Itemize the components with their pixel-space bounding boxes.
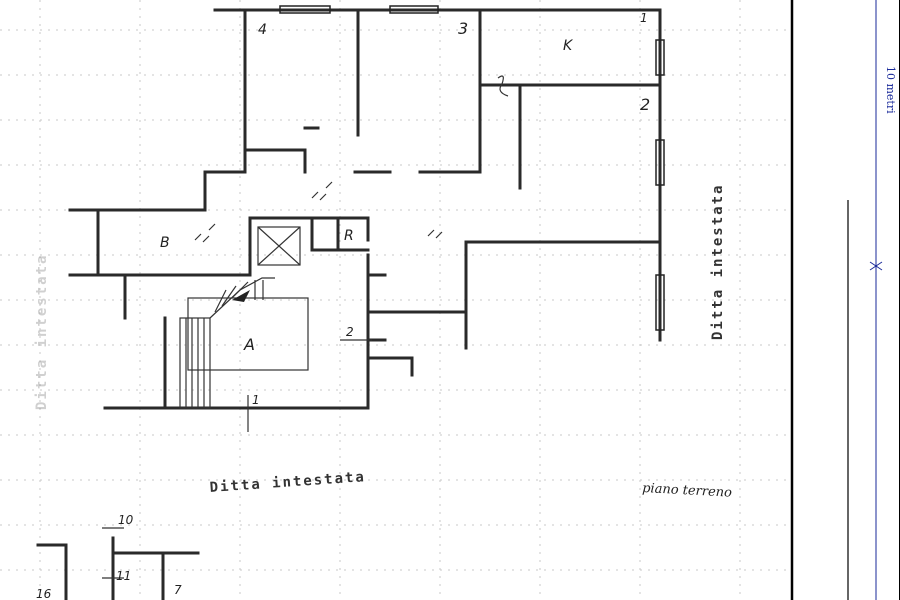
room-label-7: 7 — [174, 583, 182, 597]
room-label-r: R — [344, 228, 354, 244]
sheet-frame — [790, 0, 900, 600]
background-grid — [0, 0, 790, 600]
lower-plan-fragment — [36, 527, 200, 600]
scale-bar — [869, 0, 883, 600]
room-label-1-bottom: 1 — [252, 393, 260, 407]
section-mark — [247, 339, 372, 432]
room-label-3: 3 — [458, 19, 468, 38]
room-label-2-mid: 2 — [346, 325, 354, 339]
ditta-intestata-left: Ditta intestata — [34, 254, 50, 410]
room-label-10: 10 — [118, 513, 134, 527]
room-label-k: K — [563, 38, 574, 54]
staircase — [179, 277, 309, 409]
room-label-4: 4 — [258, 22, 267, 38]
elevator-shaft — [257, 226, 301, 266]
hand-marks — [194, 75, 509, 243]
stair-arrow-icon — [232, 290, 250, 302]
interior-walls — [243, 8, 662, 377]
outer-walls — [68, 8, 662, 410]
windows — [279, 5, 665, 331]
ditta-intestata-bottom: Ditta intestata — [209, 469, 366, 496]
room-label-a: A — [243, 335, 255, 354]
room-label-1: 1 — [640, 11, 648, 25]
floor-label: piano terreno — [642, 481, 733, 501]
room-label-11: 11 — [116, 569, 131, 583]
ditta-intestata-right: Ditta intestata — [710, 184, 726, 340]
scale-label: 10 metri — [884, 66, 897, 114]
room-label-16: 16 — [36, 587, 52, 600]
room-label-b: B — [160, 235, 170, 251]
room-label-2-right: 2 — [640, 95, 650, 114]
